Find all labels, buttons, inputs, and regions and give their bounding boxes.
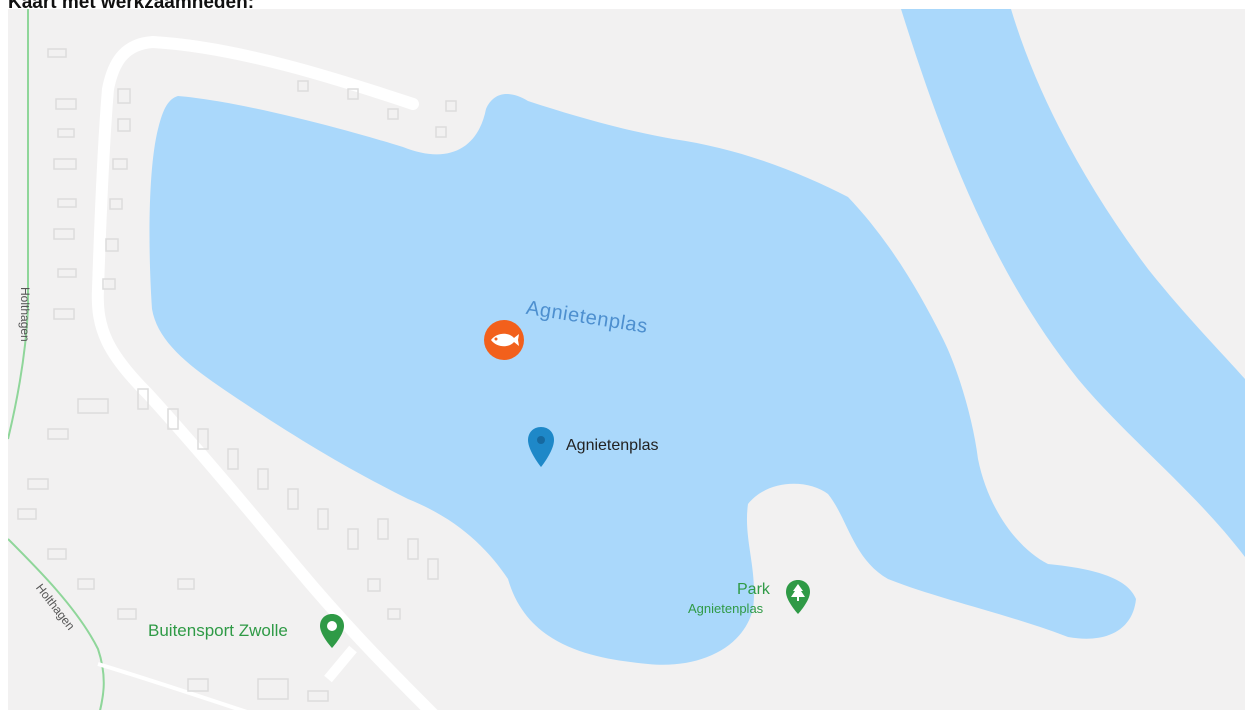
tree-icon: [786, 580, 810, 614]
location-pin-icon: [528, 427, 554, 467]
fish-marker[interactable]: [483, 319, 525, 366]
shop-marker[interactable]: [318, 612, 346, 655]
green-road-bottom: [8, 538, 105, 710]
minor-road: [97, 662, 248, 710]
place-marker-label[interactable]: Agnietenplas: [566, 437, 659, 454]
park-name-label[interactable]: Park: [737, 581, 770, 598]
park-marker[interactable]: [784, 578, 812, 621]
map-background: [8, 9, 1245, 710]
park-subtitle-label[interactable]: Agnietenplas: [688, 601, 764, 616]
side-road: [324, 645, 357, 683]
map-canvas[interactable]: Agnietenplas Agnietenplas Park Agnietenp…: [8, 9, 1245, 710]
road-holthagen: [91, 35, 438, 710]
street-label-holthagen-1: Holthagen: [18, 287, 32, 342]
fish-icon: [484, 320, 524, 360]
river: [901, 9, 1245, 557]
place-marker[interactable]: [526, 425, 556, 474]
green-road-left: [8, 9, 29, 440]
buildings: [17, 48, 457, 702]
shop-label[interactable]: Buitensport Zwolle: [148, 621, 288, 640]
shopping-pin-icon: [320, 614, 344, 648]
lake-agnietenplas: [149, 94, 1137, 665]
